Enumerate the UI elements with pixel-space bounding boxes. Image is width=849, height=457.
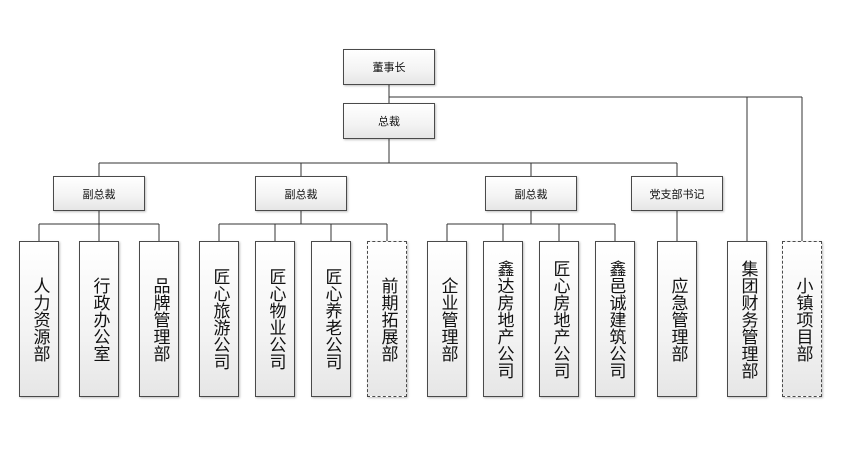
node-party-secretary: 党支部书记	[631, 176, 723, 211]
node-expansion: 前期拓展部	[367, 241, 407, 397]
node-jx-property: 匠心物业公司	[255, 241, 295, 397]
node-group-finance: 集团财务管理部	[727, 241, 767, 397]
node-emergency-mgmt: 应急管理部	[657, 241, 697, 397]
node-xd-realestate: 鑫达房地产公司	[483, 241, 523, 397]
node-town-project: 小镇项目部	[782, 241, 822, 397]
node-hr: 人力资源部	[19, 241, 59, 397]
node-xy-construction: 鑫邑诚建筑公司	[595, 241, 635, 397]
node-vp-3: 副总裁	[485, 176, 577, 211]
node-brand-mgmt: 品牌管理部	[139, 241, 179, 397]
node-vp-2: 副总裁	[255, 176, 347, 211]
node-jx-realestate: 匠心房地产公司	[539, 241, 579, 397]
node-jx-tourism: 匠心旅游公司	[199, 241, 239, 397]
node-enterprise-mgmt: 企业管理部	[427, 241, 467, 397]
node-admin-office: 行政办公室	[79, 241, 119, 397]
node-chairman: 董事长	[343, 49, 435, 85]
node-jx-elderly: 匠心养老公司	[311, 241, 351, 397]
node-president: 总裁	[343, 103, 435, 139]
node-vp-1: 副总裁	[53, 176, 145, 211]
